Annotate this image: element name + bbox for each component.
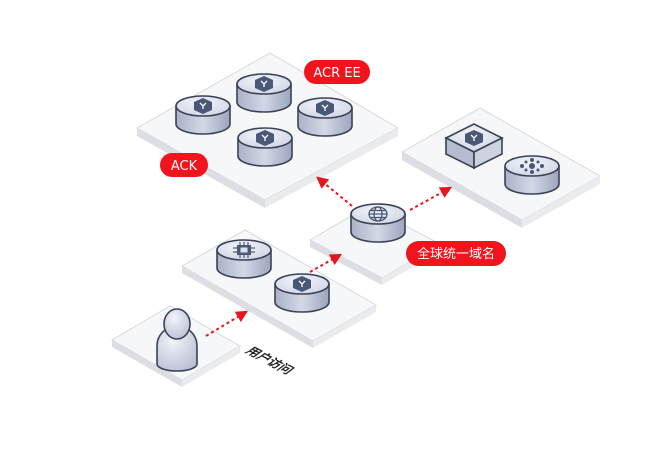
hexagon-y-icon <box>465 130 483 146</box>
arrow-domain-to-cluster <box>316 176 353 207</box>
cluster-node-top <box>236 73 292 113</box>
global-domain-tag: 全球统一域名 <box>406 241 506 266</box>
acr-ee-label: ACR EE <box>313 66 360 81</box>
edge-hex-node <box>274 273 330 313</box>
globe-icon <box>368 206 388 222</box>
network-dots-icon <box>520 158 544 174</box>
arrow-domain-to-registry <box>409 186 453 211</box>
user-figure-icon <box>156 308 198 372</box>
hexagon-y-icon <box>256 130 274 146</box>
registry-network-node <box>504 155 560 195</box>
cluster-node-right <box>297 97 353 137</box>
acr-ee-tag: ACR EE <box>304 60 370 84</box>
edge-cpu-node <box>216 239 272 279</box>
flow-arrows <box>205 176 453 337</box>
ack-label: ACK <box>171 159 198 174</box>
user-access-label: 用户访问 <box>242 344 298 376</box>
hexagon-y-icon <box>255 76 273 92</box>
ack-tag: ACK <box>160 153 208 177</box>
global-domain-node <box>350 203 406 243</box>
global-domain-label: 全球统一域名 <box>417 246 495 262</box>
arrow-user-to-edge <box>205 310 249 337</box>
hexagon-y-icon <box>194 98 212 114</box>
registry-platform <box>400 107 602 228</box>
hexagon-y-icon <box>316 100 334 116</box>
registry-cube-node <box>444 123 504 170</box>
cpu-chip-icon <box>233 242 255 258</box>
cluster-node-left <box>175 95 231 135</box>
cluster-node-bottom <box>237 127 293 167</box>
hexagon-y-icon <box>293 276 311 292</box>
